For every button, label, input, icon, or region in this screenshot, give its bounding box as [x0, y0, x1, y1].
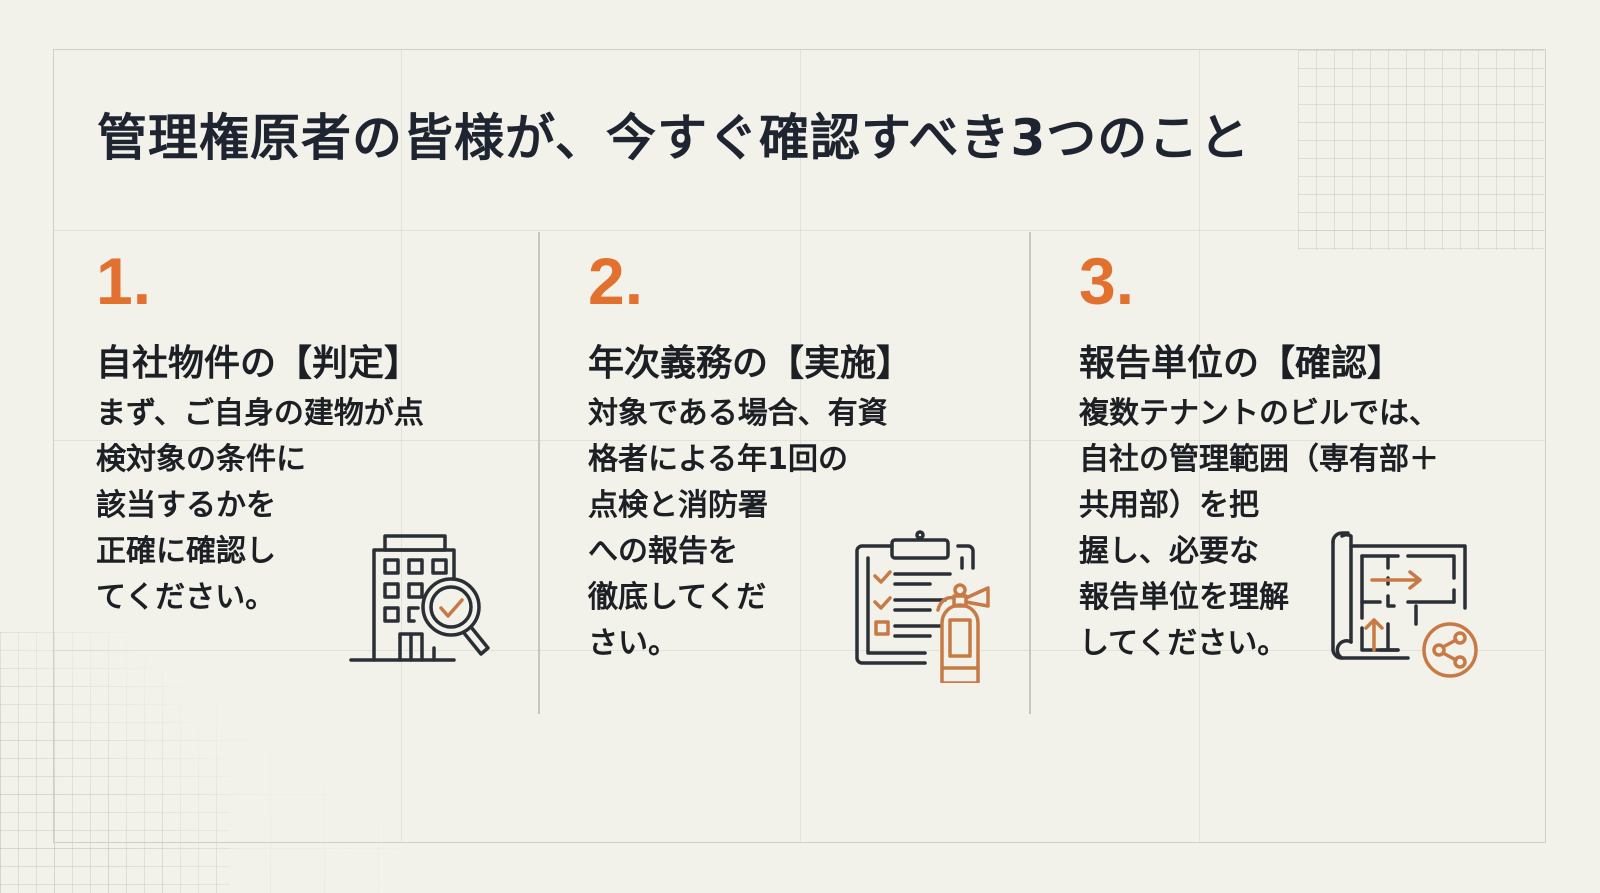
item-body: 複数テナントのビルでは、 自社の管理範囲（専有部＋ 共用部）を把 握し、必要な … — [1079, 391, 1509, 667]
body-line: 検対象の条件に — [96, 442, 306, 478]
body-line: 点検と消防署 — [588, 488, 768, 524]
item-heading: 年次義務の【実施】 — [588, 343, 913, 384]
floor-plan-share-icon — [1331, 531, 1478, 678]
item-column-1: 1. 自社物件の【判定】 まず、ご自身の建物が点 検対象の条件に 該当するかを … — [96, 240, 526, 621]
item-number: 1. — [96, 244, 152, 318]
body-line: 自社の管理範囲（専有部＋ — [1079, 442, 1439, 478]
grid-decoration-bottom-left-coarse — [0, 632, 400, 893]
body-line: まず、ご自身の建物が点 — [96, 396, 424, 432]
body-line: 格者による年1回の — [588, 442, 848, 478]
body-line: 報告単位を理解 — [1079, 580, 1289, 616]
item-heading: 報告単位の【確認】 — [1079, 343, 1404, 384]
column-divider-1 — [538, 232, 540, 714]
item-number: 2. — [588, 244, 644, 318]
clipboard-checklist-fire-extinguisher-icon — [855, 530, 990, 683]
item-body: 対象である場合、有資 格者による年1回の 点検と消防署 への報告を 徹底してくだ… — [588, 391, 1018, 667]
body-line: への報告を — [588, 534, 738, 570]
body-line: してください。 — [1079, 626, 1288, 662]
body-line: さい。 — [588, 626, 678, 662]
slide-title: 管理権原者の皆様が、今すぐ確認すべき3つのこと — [97, 109, 1251, 167]
column-divider-2 — [1029, 232, 1031, 714]
item-column-2: 2. 年次義務の【実施】 対象である場合、有資 格者による年1回の 点検と消防署… — [588, 240, 1018, 667]
body-line: 握し、必要な — [1079, 534, 1259, 570]
grid-decoration-top-right — [1298, 50, 1544, 250]
building-magnifier-check-icon — [349, 534, 490, 662]
body-line: 正確に確認し — [96, 534, 276, 570]
grid-decoration-bottom-left — [0, 632, 230, 893]
body-line: 徹底してくだ — [588, 580, 767, 616]
item-number: 3. — [1079, 244, 1135, 318]
body-line: 対象である場合、有資 — [588, 396, 888, 432]
body-line: 該当するかを — [96, 488, 276, 524]
item-column-3: 3. 報告単位の【確認】 複数テナントのビルでは、 自社の管理範囲（専有部＋ 共… — [1079, 240, 1509, 667]
body-line: 複数テナントのビルでは、 — [1079, 396, 1439, 432]
body-line: 共用部）を把 — [1079, 488, 1259, 524]
body-line: てください。 — [96, 580, 276, 616]
item-body: まず、ご自身の建物が点 検対象の条件に 該当するかを 正確に確認し てください。 — [96, 391, 526, 621]
item-heading: 自社物件の【判定】 — [96, 343, 421, 384]
slide-frame — [53, 49, 1546, 843]
